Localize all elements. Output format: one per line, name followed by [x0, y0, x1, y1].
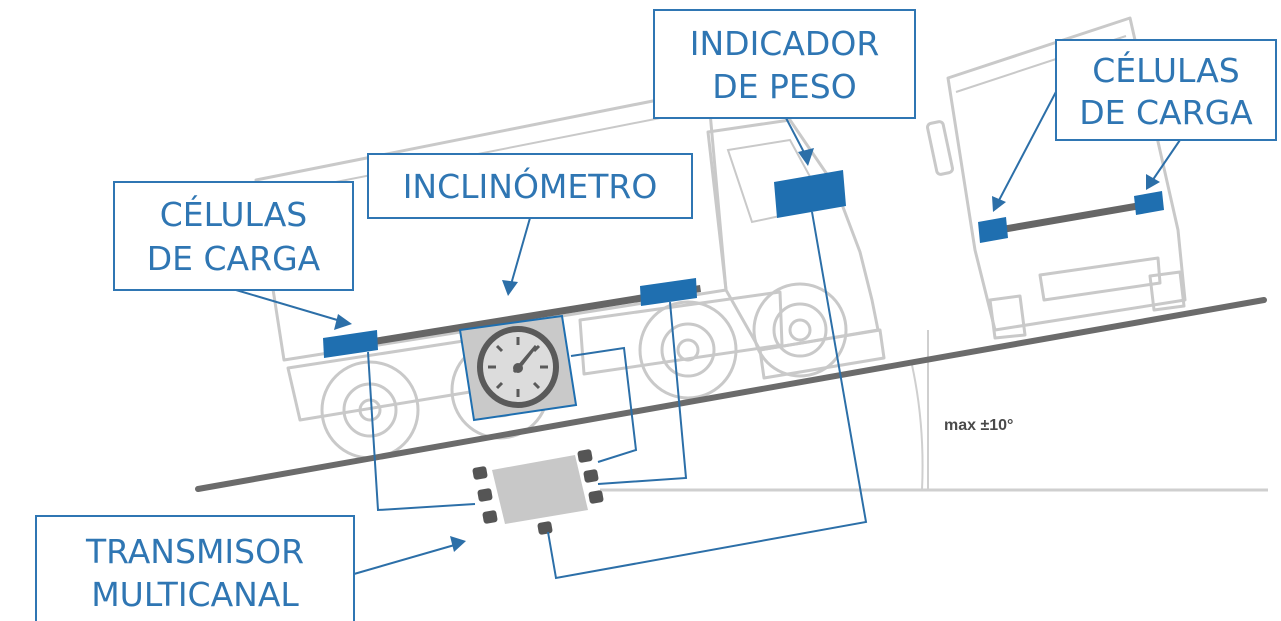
load-cell-front-right: [1134, 191, 1164, 215]
label-celulas-left-line2: DE CARGA: [147, 239, 321, 278]
arrow-inclinometro: [502, 217, 531, 296]
transmitter-device: [472, 449, 604, 535]
front-axle: [990, 200, 1153, 235]
arrow-celulas-right-1: [992, 87, 1059, 212]
label-celulas-right: CÉLULAS DE CARGA: [1055, 39, 1277, 141]
wheel: [638, 300, 738, 400]
wire-middle-cell: [597, 301, 688, 485]
label-indicador-de-peso: INDICADOR DE PESO: [653, 9, 916, 119]
wire-inclinometer: [570, 346, 638, 463]
inclinometer-device: [458, 314, 578, 422]
label-inclinometro-text: INCLINÓMETRO: [403, 166, 658, 206]
wheel: [752, 282, 848, 378]
label-transmisor-line1: TRANSMISOR: [85, 532, 304, 571]
label-indicador-line2: DE PESO: [712, 67, 856, 106]
label-indicador-line1: INDICADOR: [690, 24, 880, 63]
label-celulas-right-line1: CÉLULAS: [1092, 50, 1239, 90]
truck-cab: [706, 118, 880, 352]
front-view-body: [946, 16, 1187, 332]
label-transmisor-multicanal: TRANSMISOR MULTICANAL: [35, 515, 355, 621]
load-cell-middle: [640, 278, 697, 306]
label-celulas-right-line2: DE CARGA: [1079, 93, 1253, 132]
label-inclinometro: INCLINÓMETRO: [367, 153, 693, 219]
truck-front-view: [926, 16, 1187, 340]
max-angle-note: max ±10°: [944, 417, 1013, 434]
label-transmisor-line2: MULTICANAL: [91, 575, 299, 614]
chassis-rail: [330, 285, 701, 352]
wire-indicator: [547, 211, 868, 580]
weight-indicator-device: [774, 170, 846, 218]
arrow-transmisor: [353, 536, 466, 575]
angle-arc: [911, 364, 924, 491]
load-cell-front-left: [978, 217, 1008, 243]
label-celulas-left: CÉLULAS DE CARGA: [113, 181, 354, 291]
arrow-celulas-right-2: [1146, 139, 1181, 190]
wire-left-cell: [367, 351, 476, 512]
arrow-celulas-left: [235, 289, 352, 330]
label-celulas-left-line1: CÉLULAS: [160, 194, 307, 234]
load-cell-left: [323, 330, 378, 358]
arrow-indicador: [785, 117, 814, 166]
